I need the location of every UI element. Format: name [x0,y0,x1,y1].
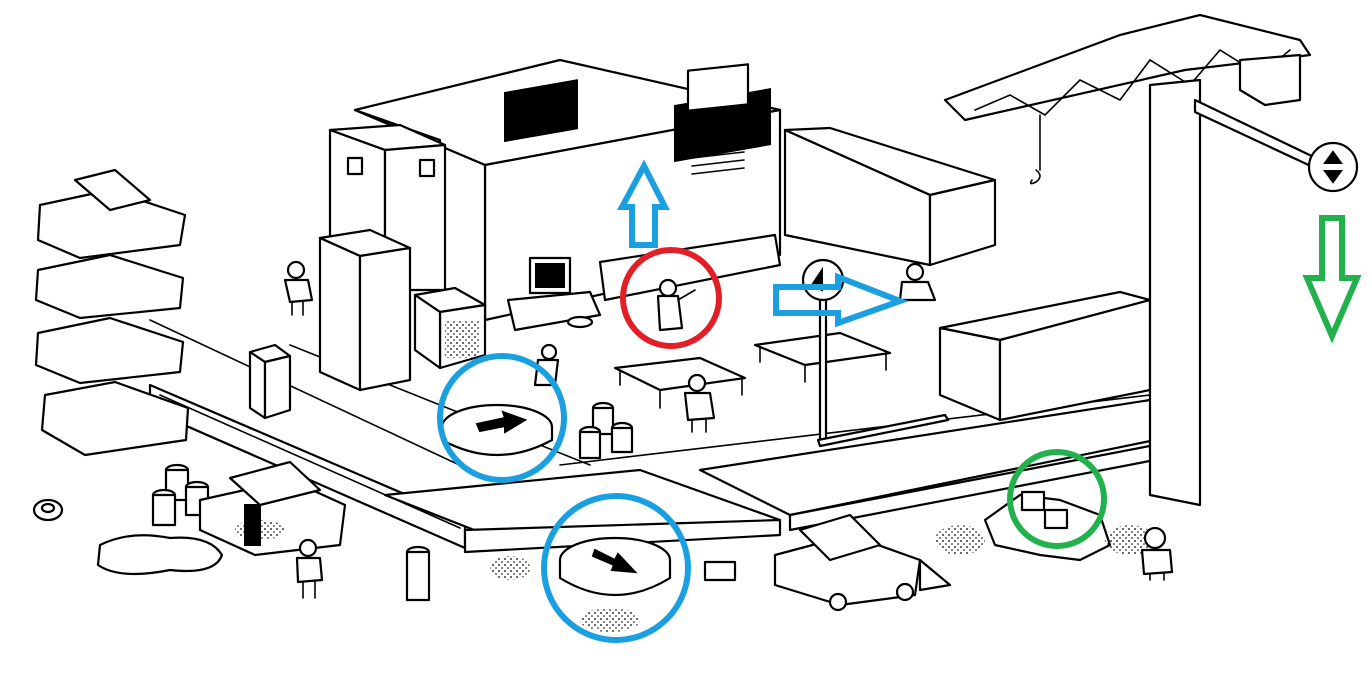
stool [566,315,594,329]
truck-left[interactable] [198,460,347,557]
table-center[interactable] [613,356,747,409]
person-scientist-target[interactable] [656,278,696,332]
blue-right-arrow-icon [773,272,909,328]
blue-hint-circle-upper [437,353,567,483]
rail-bar [816,413,950,448]
car-stack-2[interactable] [34,253,185,320]
person-left-helmet[interactable] [283,260,314,316]
washing-machine[interactable] [413,286,487,370]
person-sitting-right[interactable] [898,262,937,302]
blue-hint-circle-lower [541,493,691,643]
red-target-circle [620,247,722,349]
crane[interactable] [943,13,1359,507]
annotation-layer [437,159,1362,643]
crane-tower [1148,78,1202,507]
car-stack-4[interactable] [40,380,190,457]
refrigerator[interactable] [318,228,412,392]
shipping-container-upper[interactable] [783,126,997,267]
air-vent [686,63,750,175]
oil-puddle [96,534,224,576]
crane-hook[interactable] [1029,169,1041,185]
forklift-right[interactable] [773,513,952,612]
car-stack-3[interactable] [34,316,185,385]
tire[interactable] [32,498,64,522]
control-console[interactable] [598,233,782,302]
computer-desk[interactable] [506,256,602,332]
junk-pile[interactable] [983,490,1112,562]
car-stack-1[interactable] [36,168,187,260]
person-bottom-left[interactable] [295,538,324,599]
rc-car-toy[interactable] [703,560,737,582]
arrow-disc-upper[interactable] [440,403,554,456]
green-found-circle [1007,449,1107,549]
person-hat-center[interactable] [683,373,716,433]
barrel-bottom[interactable] [405,545,431,602]
stacked-cars[interactable] [34,168,190,457]
shipping-container-lower[interactable] [938,290,1152,422]
elevator-button-sign[interactable] [1307,141,1359,193]
green-down-arrow-icon [1302,215,1362,344]
dust-patches [235,520,1155,632]
barrels-center[interactable] [578,401,634,460]
small-fridge[interactable] [248,343,292,420]
monitor-screen-left[interactable] [504,79,578,143]
arrow-disc-lower[interactable] [558,536,672,597]
blue-up-arrow-icon [616,159,670,248]
forklift-blade [918,558,952,592]
crane-arm [1193,98,1322,170]
person-waving-right[interactable] [1140,526,1174,581]
